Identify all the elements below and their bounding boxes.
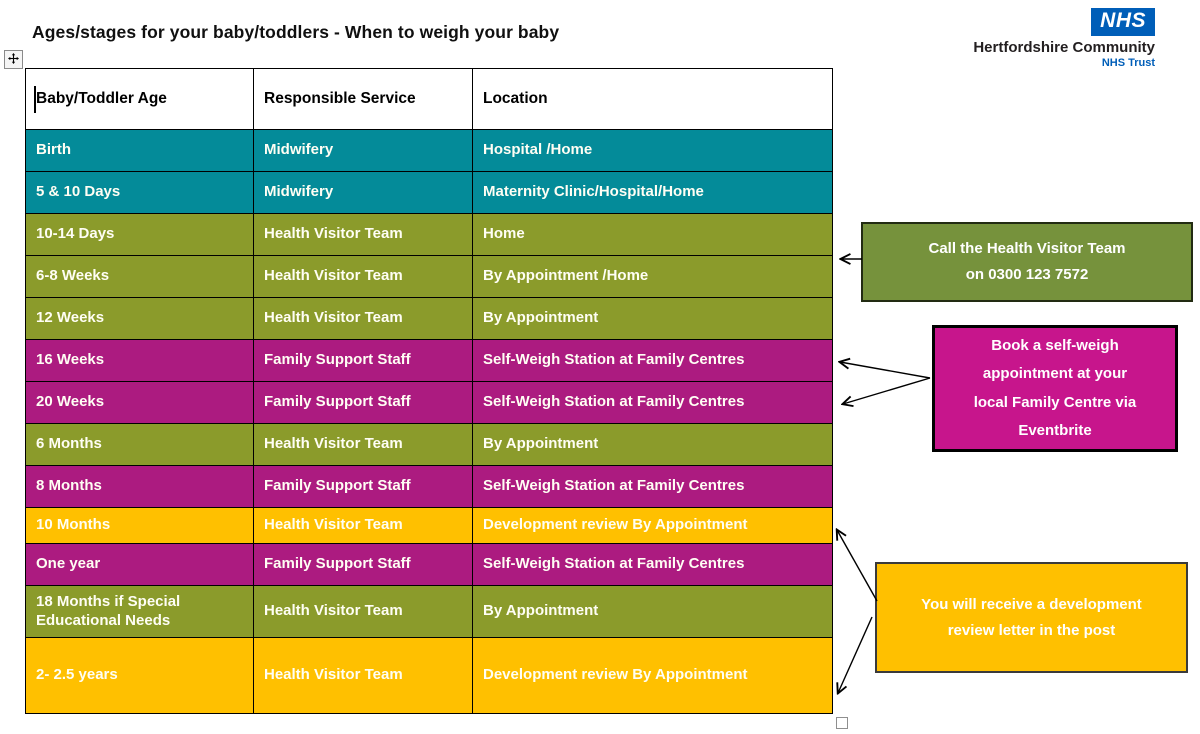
callout-line: Eventbrite (1018, 422, 1092, 439)
cell-age: 10 Months (25, 507, 254, 544)
cell-service: Health Visitor Team (253, 213, 473, 256)
callout-health-visitor: Call the Health Visitor Team on 0300 123… (861, 222, 1193, 302)
header-location: Location (472, 68, 833, 130)
cell-service: Family Support Staff (253, 381, 473, 424)
page-title: Ages/stages for your baby/toddlers - Whe… (32, 21, 560, 42)
cell-location: Development review By Appointment (472, 507, 833, 544)
cell-location: Self-Weigh Station at Family Centres (472, 543, 833, 586)
cell-service: Midwifery (253, 129, 473, 172)
cell-location: Home (472, 213, 833, 256)
cell-age: 6 Months (25, 423, 254, 466)
header-service: Responsible Service (253, 68, 473, 130)
cell-age: 18 Months if Special Educational Needs (25, 585, 254, 638)
cell-service: Family Support Staff (253, 339, 473, 382)
cell-service: Family Support Staff (253, 543, 473, 586)
cell-location: Development review By Appointment (472, 637, 833, 714)
cell-age: One year (25, 543, 254, 586)
arrow-self-weigh-16w (840, 362, 931, 379)
cell-service: Health Visitor Team (253, 507, 473, 544)
cell-location: By Appointment (472, 297, 833, 340)
nhs-lozenge-icon: NHS (1091, 8, 1155, 37)
cell-service: Family Support Staff (253, 465, 473, 508)
callout-self-weigh-booking: Book a self-weigh appointment at your lo… (932, 325, 1178, 452)
text-cursor (34, 86, 36, 113)
callout-line: You will receive a development (921, 596, 1142, 613)
cell-age: 5 & 10 Days (25, 171, 254, 214)
cell-location: Self-Weigh Station at Family Centres (472, 381, 833, 424)
nhs-trust-label: NHS Trust (1101, 57, 1155, 70)
header-row: Baby/Toddler Age Responsible Service Loc… (25, 68, 833, 130)
table-move-handle[interactable] (4, 50, 23, 69)
nhs-logo: NHS Hertfordshire Community NHS Trust (973, 8, 1155, 69)
cell-service: Health Visitor Team (253, 297, 473, 340)
cell-age: Birth (25, 129, 254, 172)
cell-location: By Appointment (472, 423, 833, 466)
cell-location: By Appointment (472, 585, 833, 638)
cell-location: By Appointment /Home (472, 255, 833, 298)
arrow-self-weigh-20w (843, 377, 931, 404)
four-arrow-move-icon (8, 51, 19, 69)
nhs-lozenge-text: NHS (1100, 9, 1146, 32)
callout-development-review: You will receive a development review le… (875, 562, 1188, 673)
cell-age: 8 Months (25, 465, 254, 508)
cell-service: Health Visitor Team (253, 255, 473, 298)
cell-location: Maternity Clinic/Hospital/Home (472, 171, 833, 214)
cell-age: 2- 2.5 years (25, 637, 254, 714)
cell-age: 20 Weeks (25, 381, 254, 424)
cell-location: Self-Weigh Station at Family Centres (472, 465, 833, 508)
cell-service: Health Visitor Team (253, 637, 473, 714)
arrow-review-2y (838, 616, 873, 693)
cell-age: 16 Weeks (25, 339, 254, 382)
nhs-org-name: Hertfordshire Community (973, 39, 1155, 57)
cell-service: Health Visitor Team (253, 423, 473, 466)
cell-service: Health Visitor Team (253, 585, 473, 638)
callout-line: Book a self-weigh (991, 336, 1119, 354)
callout-line: local Family Centre via (973, 393, 1137, 411)
callout-line: appointment at your (982, 365, 1128, 382)
header-age: Baby/Toddler Age (25, 68, 254, 130)
cell-age: 10-14 Days (25, 213, 254, 256)
table-resize-handle[interactable] (836, 717, 848, 729)
callout-line: review letter in the post (947, 621, 1116, 639)
cell-location: Hospital /Home (472, 129, 833, 172)
cell-age: 12 Weeks (25, 297, 254, 340)
cell-service: Midwifery (253, 171, 473, 214)
callout-line: on 0300 123 7572 (965, 266, 1089, 283)
arrow-review-10m (837, 530, 878, 602)
cell-location: Self-Weigh Station at Family Centres (472, 339, 833, 382)
ages-stages-table: Baby/Toddler Age Responsible Service Loc… (25, 68, 833, 714)
cell-age: 6-8 Weeks (25, 255, 254, 298)
callout-line: Call the Health Visitor Team (928, 239, 1126, 257)
